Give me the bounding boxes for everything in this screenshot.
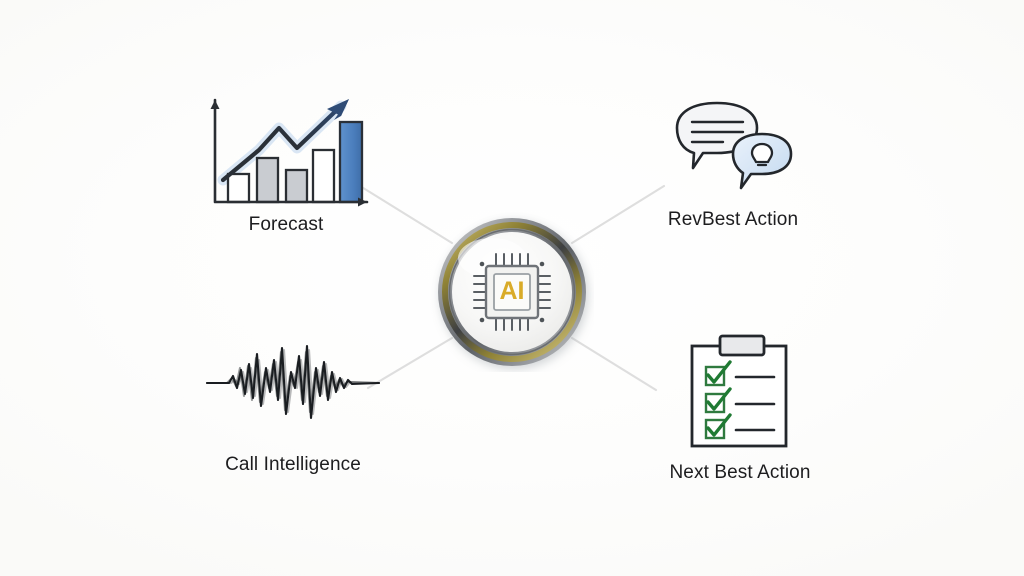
node-revbest-action-label: RevBest Action: [667, 209, 799, 230]
audio-waveform-icon: [205, 344, 381, 420]
ai-chip-label: AI: [500, 277, 525, 305]
node-next-best-action[interactable]: Next Best Action: [650, 332, 830, 484]
speech-bubbles-icon: [675, 101, 793, 190]
node-call-intelligence[interactable]: Call Intelligence: [198, 338, 388, 476]
node-next-best-action-label: Next Best Action: [669, 462, 811, 483]
clipboard-checklist-icon: [690, 334, 788, 448]
node-call-intelligence-label: Call Intelligence: [225, 454, 361, 475]
node-forecast[interactable]: Forecast: [196, 92, 376, 236]
node-forecast-label: Forecast: [248, 214, 324, 235]
bar-chart-trend-icon: [210, 98, 369, 207]
node-revbest-action[interactable]: RevBest Action: [648, 96, 818, 231]
ai-core-hub[interactable]: AI: [430, 212, 594, 372]
